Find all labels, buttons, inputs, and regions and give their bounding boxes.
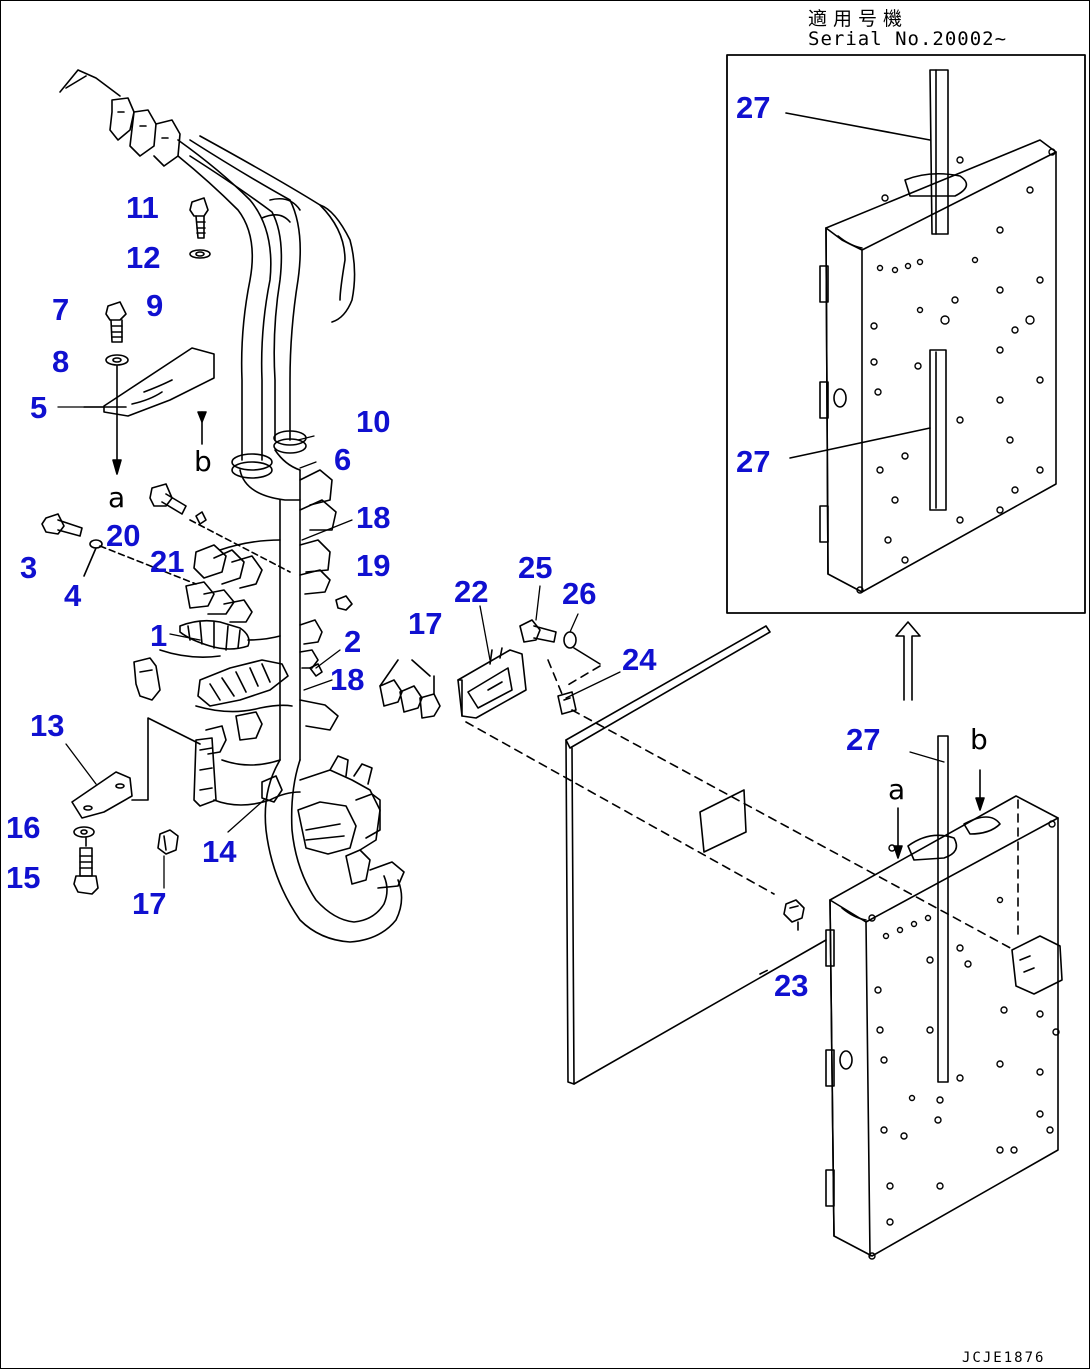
callout-21[interactable]: 21 <box>150 544 185 579</box>
callout-23[interactable]: 23 <box>774 968 809 1003</box>
callout-17-bottom[interactable]: 17 <box>132 886 167 921</box>
callout-9[interactable]: 9 <box>146 288 164 323</box>
marker-b-left: b <box>194 445 212 478</box>
callout-6[interactable]: 6 <box>334 442 352 477</box>
callout-19[interactable]: 19 <box>356 548 391 583</box>
marker-a-right: a <box>888 773 906 806</box>
callout-4[interactable]: 4 <box>64 578 82 613</box>
drawing-code: JCJE1876 <box>962 1350 1046 1366</box>
leader-lines <box>57 406 945 889</box>
module-22 <box>457 647 527 719</box>
callout-18-top[interactable]: 18 <box>356 500 391 535</box>
callout-5[interactable]: 5 <box>30 390 48 425</box>
callout-1[interactable]: 1 <box>150 618 168 653</box>
up-arrow <box>895 621 921 701</box>
serial-number: Serial No.20002~ <box>808 28 1008 50</box>
callout-13[interactable]: 13 <box>30 708 65 743</box>
callout-16[interactable]: 16 <box>6 810 41 845</box>
callout-15[interactable]: 15 <box>6 860 41 895</box>
callout-10[interactable]: 10 <box>356 404 391 439</box>
callout-17-top[interactable]: 17 <box>408 606 443 641</box>
callout-24[interactable]: 24 <box>622 642 657 677</box>
inset-box <box>726 54 1086 614</box>
callout-27-inset-mid[interactable]: 27 <box>736 444 771 479</box>
parts-24-26 <box>519 619 601 715</box>
callout-25[interactable]: 25 <box>518 550 553 585</box>
callout-12[interactable]: 12 <box>126 240 161 275</box>
callout-26[interactable]: 26 <box>562 576 597 611</box>
callout-11[interactable]: 11 <box>126 190 159 225</box>
callout-18-bottom[interactable]: 18 <box>330 662 365 697</box>
callout-27-inset-top[interactable]: 27 <box>736 90 771 125</box>
callout-8[interactable]: 8 <box>52 344 70 379</box>
marker-b-right: b <box>970 723 988 756</box>
controller-main <box>825 735 1063 1260</box>
callout-22[interactable]: 22 <box>454 574 489 609</box>
assembly-lines <box>465 659 1015 975</box>
callout-7[interactable]: 7 <box>52 292 70 327</box>
callout-3[interactable]: 3 <box>20 550 38 585</box>
controller-inset <box>819 69 1057 594</box>
callout-20[interactable]: 20 <box>106 518 141 553</box>
cover-panel <box>565 625 827 1085</box>
clip-23 <box>783 899 805 931</box>
serial-header-jp: 適用号機 <box>808 8 909 30</box>
marker-a-left: a <box>108 481 126 514</box>
callout-14[interactable]: 14 <box>202 834 237 869</box>
fasteners <box>41 197 323 895</box>
callout-2[interactable]: 2 <box>344 624 362 659</box>
connector-17 <box>379 659 441 719</box>
wire-harness <box>59 69 405 943</box>
callout-27-main[interactable]: 27 <box>846 722 881 757</box>
